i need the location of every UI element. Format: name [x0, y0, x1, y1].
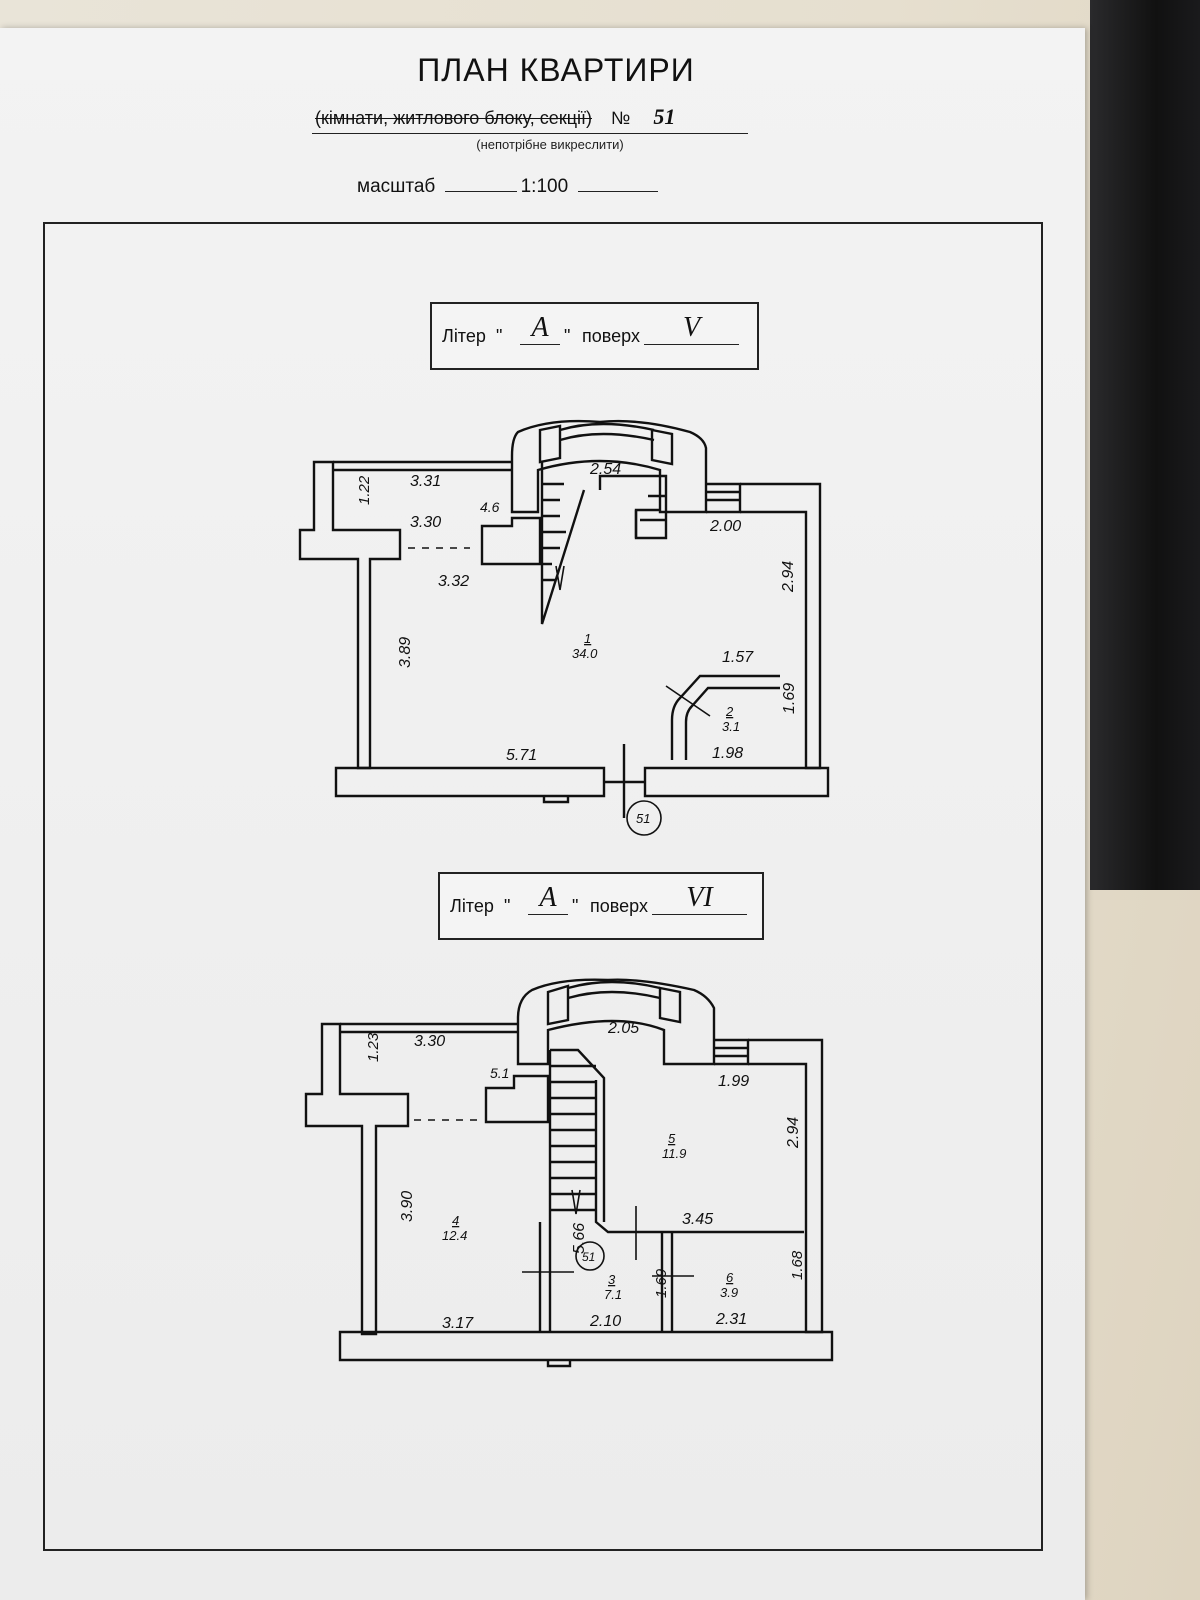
dim-label: 5.71	[506, 747, 537, 764]
subtitle-underline	[312, 133, 748, 134]
room-area: 3.9	[720, 1285, 738, 1300]
room-area: 7.1	[604, 1287, 622, 1302]
dim-label: 5.66	[571, 1223, 588, 1254]
dim-label: 1.69	[653, 1268, 670, 1298]
dim-label: 2.54	[589, 461, 621, 478]
liter-value: А	[520, 312, 560, 345]
room-number: 6	[726, 1270, 734, 1285]
number-sign: №	[611, 108, 631, 128]
apartment-marker: 51	[582, 1250, 595, 1264]
marker-circle-v	[626, 800, 662, 836]
scale-line-right	[578, 191, 659, 192]
dim-label: 4.6	[480, 499, 500, 515]
marker-circle-vi	[575, 1241, 605, 1271]
floor-value: VI	[652, 882, 747, 915]
dim-label: 1.69	[781, 683, 798, 714]
liter-value: А	[528, 882, 568, 915]
document-sheet	[0, 28, 1085, 1600]
subtitle: (кімнати, житлового блоку, секції) № 51	[315, 104, 675, 130]
dim-label: 3.90	[399, 1191, 416, 1222]
room-number: 3	[608, 1272, 616, 1287]
dim-label: 3.32	[438, 573, 469, 590]
dim-label: 3.17	[442, 1315, 474, 1332]
floor-plan-v	[298, 419, 830, 818]
quote-open: "	[496, 326, 503, 346]
dim-label: 2.94	[780, 561, 797, 593]
scale-value: 1:100	[520, 176, 569, 197]
floor-label: поверх	[590, 896, 648, 916]
liter-label: Літер	[450, 896, 494, 916]
room-area: 34.0	[572, 646, 598, 661]
room-number: 4	[452, 1213, 459, 1228]
scale-label: масштаб	[357, 176, 436, 197]
dim-label: 1.99	[718, 1073, 749, 1090]
room-area: 11.9	[662, 1146, 686, 1161]
room-area: 3.1	[722, 719, 740, 734]
dim-label: 2.94	[785, 1117, 802, 1149]
dim-label: 1.57	[722, 649, 754, 666]
dim-label: 1.22	[356, 475, 373, 505]
scale-line-left	[444, 191, 517, 192]
dim-label: 3.89	[397, 637, 414, 668]
dim-label: 3.31	[410, 473, 441, 490]
dim-label: 2.05	[607, 1020, 639, 1037]
quote-close: "	[572, 896, 579, 916]
dim-label: 3.45	[682, 1211, 713, 1228]
apartment-marker: 51	[636, 811, 650, 826]
dim-label: 1.68	[789, 1250, 806, 1280]
dim-label: 2.00	[709, 518, 741, 535]
room-area: 12.4	[442, 1228, 467, 1243]
room-number: 5	[668, 1131, 676, 1146]
dim-label: 2.31	[715, 1311, 747, 1328]
floor-label-box-vi: Літер " А " поверх VI	[438, 872, 764, 940]
dim-label: 3.30	[410, 514, 441, 531]
room-number: 1	[584, 631, 591, 646]
dim-label: 5.1	[490, 1065, 509, 1081]
subtitle-struck-text: (кімнати, житлового блоку, секції)	[315, 108, 592, 128]
dim-label: 2.10	[589, 1313, 621, 1330]
page-title: ПЛАН КВАРТИРИ	[417, 52, 695, 88]
apartment-number: 51	[653, 104, 676, 129]
room-number: 2	[725, 704, 734, 719]
floor-label-box-v: Літер " А " поверх V	[430, 302, 759, 370]
quote-close: "	[564, 326, 571, 346]
drawing-frame	[43, 222, 1043, 1551]
quote-open: "	[504, 896, 511, 916]
dim-label: 3.30	[414, 1033, 445, 1050]
liter-label: Літер	[442, 326, 486, 346]
dim-label: 1.98	[712, 745, 743, 762]
floor-plan-vi	[304, 978, 834, 1368]
floor-label: поверх	[582, 326, 640, 346]
dim-label: 1.23	[365, 1032, 382, 1062]
floor-value: V	[644, 312, 739, 345]
scale-row: масштаб 1:100	[357, 176, 659, 198]
background-dark-object	[1090, 0, 1200, 890]
hint-text: (непотрібне викреслити)	[476, 137, 624, 152]
